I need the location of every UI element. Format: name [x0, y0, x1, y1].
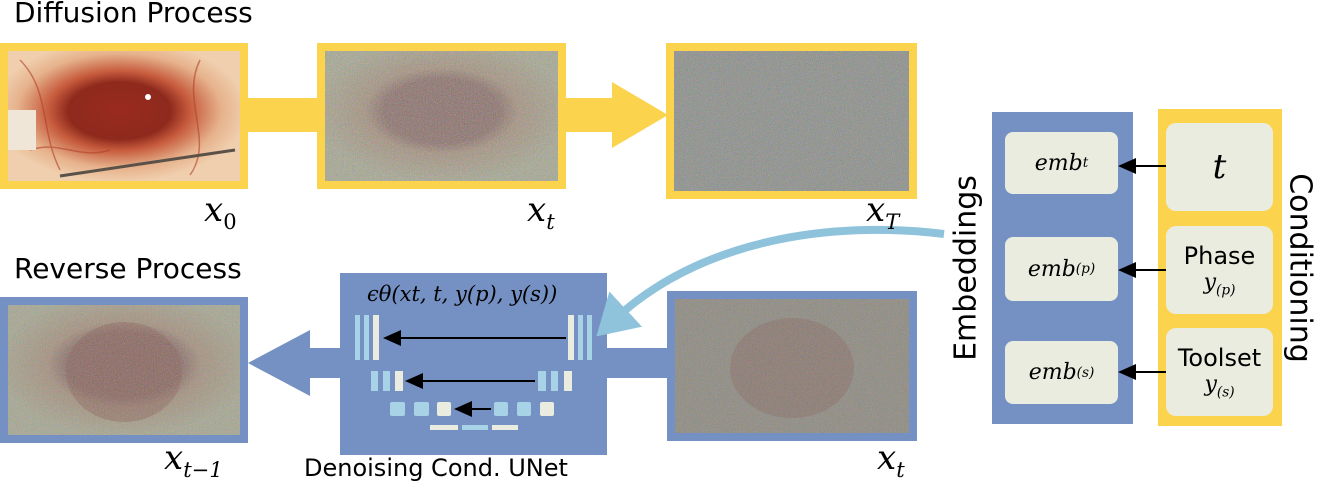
image-xt-top	[317, 43, 566, 189]
label-xt-bottom: xt	[877, 438, 905, 482]
embedding-box-toolset: emb(s)	[1005, 341, 1118, 404]
embeddings-title: Embeddings	[948, 175, 984, 361]
conditioning-arrow	[596, 225, 945, 337]
condition-box-phase: Phase y(p)	[1166, 226, 1273, 314]
forward-arrow-1	[246, 98, 320, 132]
conditioning-title: Conditioning	[1282, 173, 1317, 363]
image-x0	[0, 43, 248, 189]
image-xT	[666, 43, 917, 199]
forward-arrow-2	[565, 82, 668, 148]
unet-box	[340, 273, 607, 455]
image-xtm1	[0, 297, 248, 443]
label-xtm1: xt−1	[164, 438, 223, 482]
label-xt-top: xt	[527, 190, 555, 234]
label-xT: xT	[866, 190, 900, 234]
reverse-title: Reverse Process	[14, 252, 242, 285]
label-x0: x0	[204, 190, 237, 234]
unet-caption: Denoising Cond. UNet	[304, 454, 568, 482]
diffusion-title: Diffusion Process	[14, 0, 253, 29]
image-xt-bottom	[667, 291, 917, 441]
condition-box-toolset: Toolset y(s)	[1166, 328, 1273, 416]
condition-box-t: t	[1166, 123, 1273, 211]
unet-formula: ϵθ(xt, t, y(p), y(s))	[367, 282, 558, 306]
embedding-box-phase: emb(p)	[1005, 237, 1118, 301]
